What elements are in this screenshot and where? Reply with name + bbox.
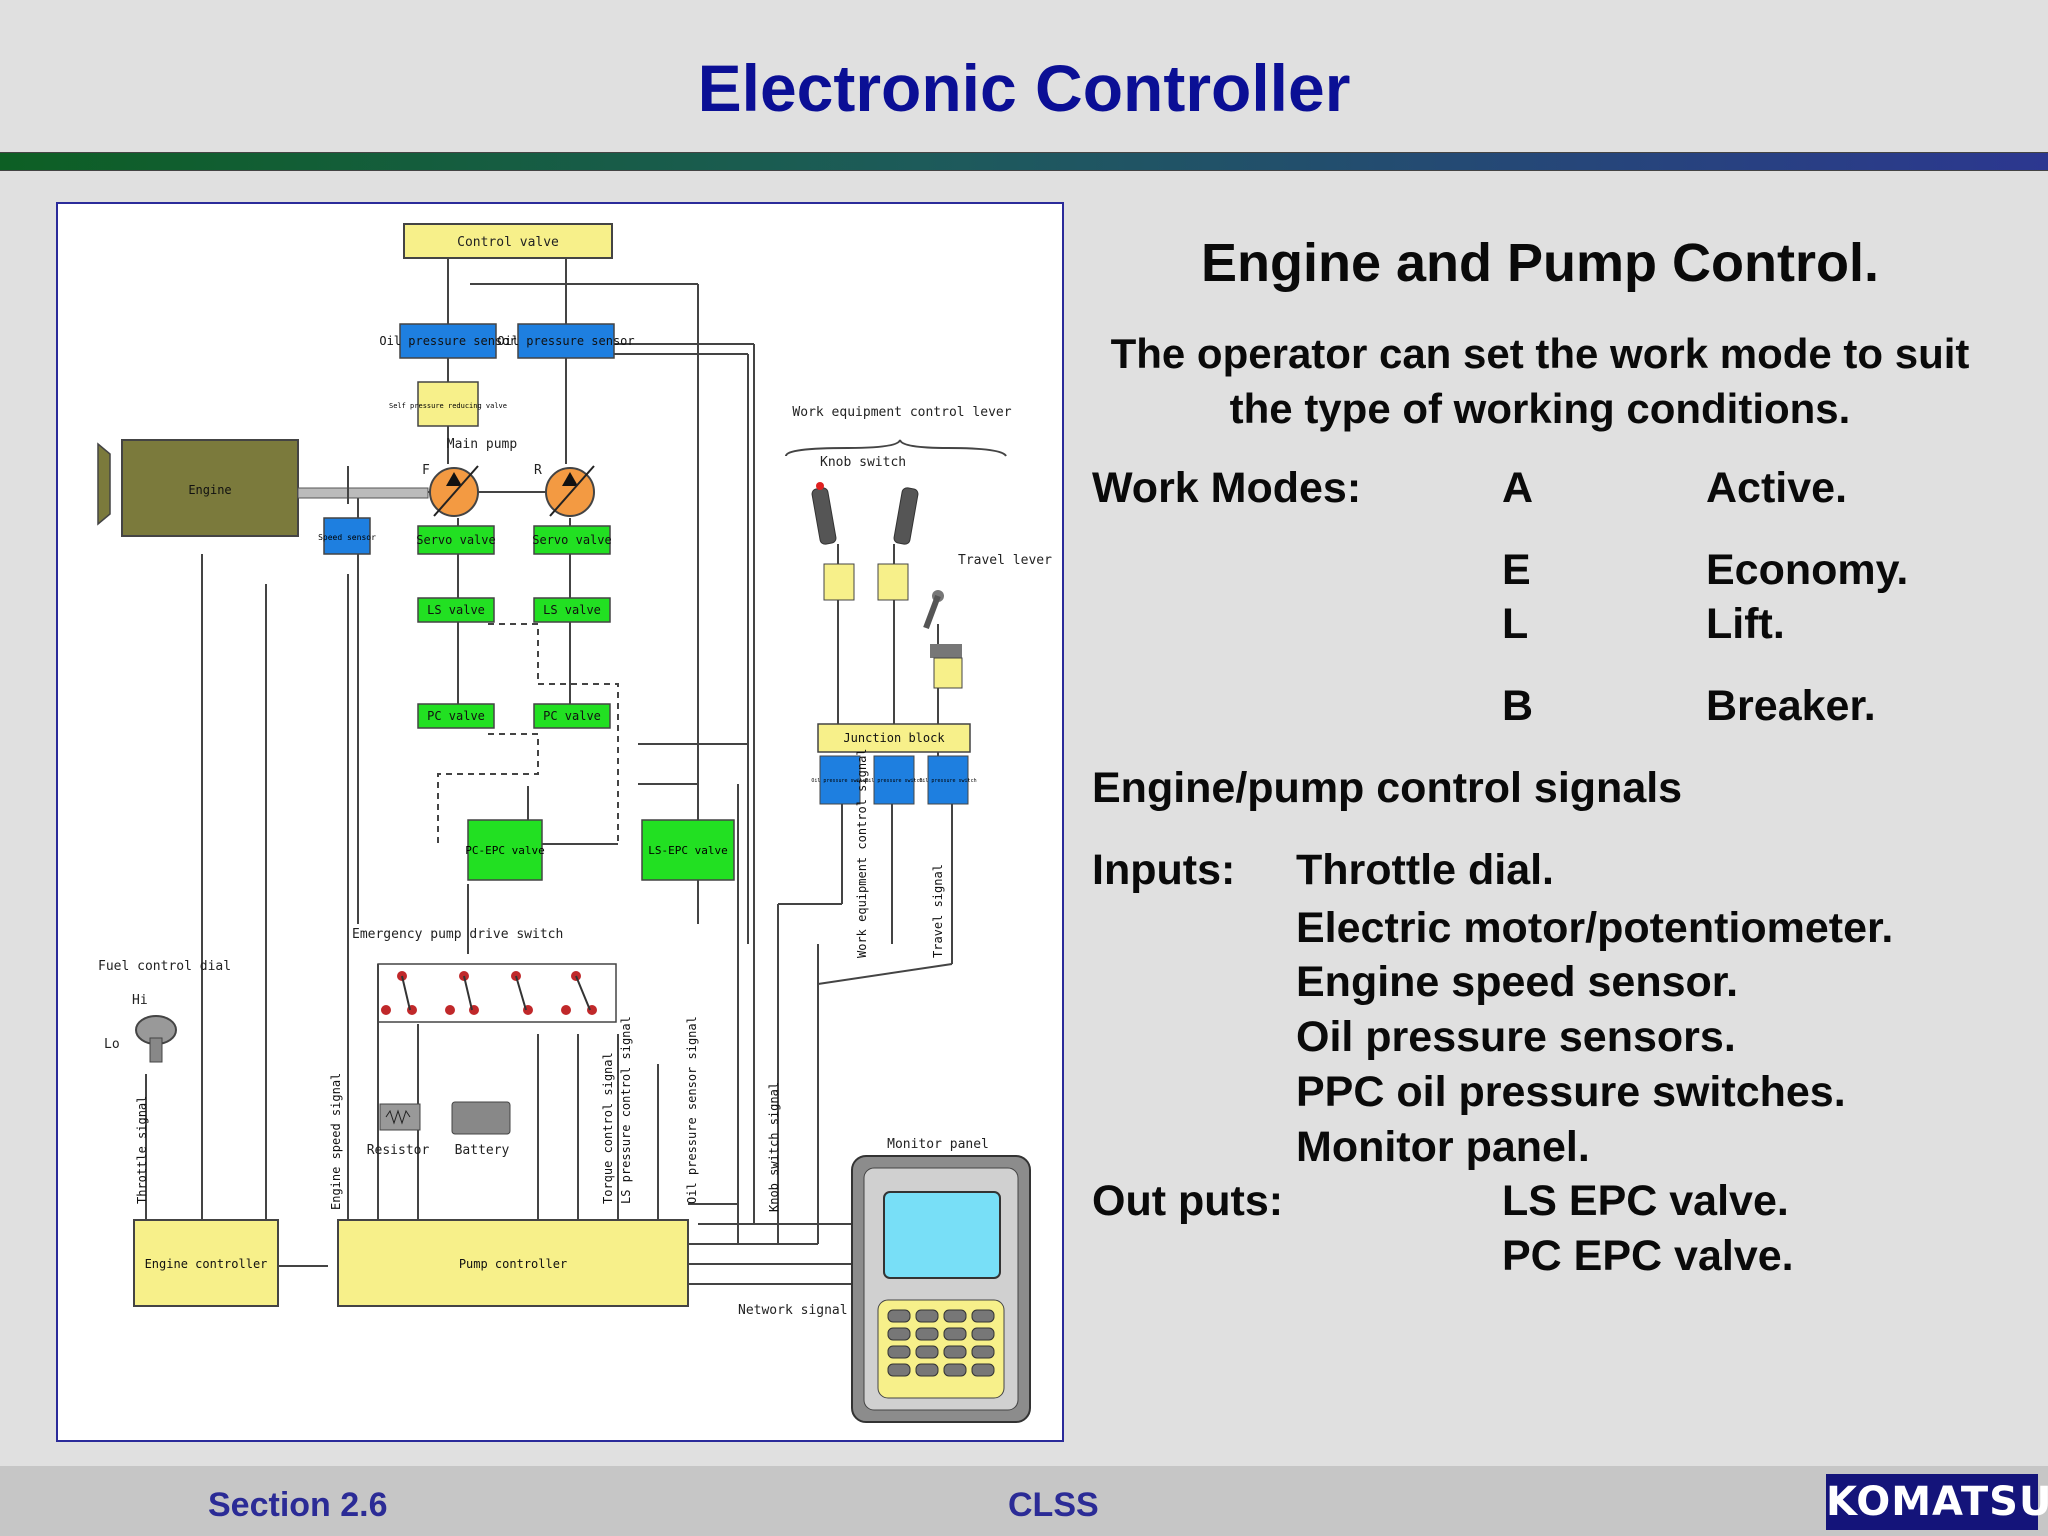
input-item: Oil pressure sensors. bbox=[1296, 1013, 1736, 1061]
engine: Engine bbox=[97, 439, 429, 537]
knob-switch-signal-label: Knob switch signal bbox=[767, 1082, 781, 1212]
svg-text:PC valve: PC valve bbox=[543, 709, 601, 723]
main-pump: Main pump F R bbox=[422, 437, 595, 517]
engine-controller-label: Engine controller bbox=[145, 1257, 268, 1271]
svg-text:PC-EPC valve: PC-EPC valve bbox=[465, 844, 544, 857]
work-equipment-signal-label: Work equipment control signal bbox=[855, 748, 869, 958]
servo-valve-right: Servo valve bbox=[532, 525, 612, 555]
work-mode-code: L bbox=[1502, 600, 1529, 648]
work-mode-name: Lift. bbox=[1706, 600, 1785, 648]
pump-controller: Pump controller bbox=[337, 1219, 689, 1307]
svg-text:Speed sensor: Speed sensor bbox=[318, 533, 376, 542]
svg-text:Oil pressure switch: Oil pressure switch bbox=[865, 778, 922, 784]
signals-heading: Engine/pump control signals bbox=[1092, 764, 1683, 812]
battery: Battery bbox=[451, 1101, 511, 1158]
pump-r-label: R bbox=[534, 463, 542, 478]
travel-lever-label: Travel lever bbox=[958, 553, 1052, 568]
svg-text:LS valve: LS valve bbox=[543, 603, 601, 617]
output-item: PC EPC valve. bbox=[1502, 1232, 1794, 1280]
slide-title: Electronic Controller bbox=[697, 51, 1351, 125]
emergency-switch-label: Emergency pump drive switch bbox=[352, 927, 563, 942]
hydraulic-control-diagram: .ln { stroke:#444; stroke-width:2; fill:… bbox=[56, 202, 1064, 1442]
input-item: Engine speed sensor. bbox=[1296, 958, 1739, 1006]
ls-valve-right: LS valve bbox=[533, 597, 611, 623]
oil-pressure-signal-label: Oil pressure sensor signal bbox=[685, 1016, 699, 1204]
junction-block: Junction block bbox=[817, 723, 971, 753]
engine-label: Engine bbox=[188, 483, 231, 497]
svg-text:LS valve: LS valve bbox=[427, 603, 485, 617]
self-pressure-reducing-valve: Self pressure reducing valve bbox=[389, 381, 507, 427]
svg-text:Oil pressure switch: Oil pressure switch bbox=[919, 778, 976, 784]
resistor: Resistor bbox=[367, 1103, 430, 1158]
servo-valve-left: Servo valve bbox=[416, 525, 496, 555]
dashed-control-lines bbox=[437, 623, 619, 844]
section-heading: Engine and Pump Control. bbox=[1201, 233, 1879, 293]
throttle-signal-label: Throttle signal bbox=[135, 1096, 149, 1204]
monitor-panel: Monitor panel bbox=[851, 1137, 1031, 1423]
battery-label: Battery bbox=[455, 1143, 510, 1158]
oil-pressure-sensor-2: Oil pressure sensor bbox=[497, 323, 635, 359]
svg-text:Oil pressure switch: Oil pressure switch bbox=[811, 778, 868, 784]
pc-valve-right: PC valve bbox=[533, 703, 611, 729]
fuel-dial-label: Fuel control dial bbox=[98, 959, 231, 974]
work-equipment-control-lever: Work equipment control lever Knob switch… bbox=[785, 405, 1052, 689]
main-pump-label: Main pump bbox=[447, 437, 518, 452]
komatsu-logo: KOMATSU bbox=[1826, 1474, 2048, 1530]
footer-section: Section 2.6 bbox=[208, 1486, 388, 1524]
network-signal-label: Network signal bbox=[738, 1303, 848, 1318]
ls-pressure-signal-label: LS pressure control signal bbox=[619, 1016, 633, 1204]
knob-switch-label: Knob switch bbox=[820, 455, 906, 470]
svg-text:Oil pressure sensor: Oil pressure sensor bbox=[379, 334, 516, 348]
control-valve-label: Control valve bbox=[457, 235, 559, 250]
oil-pressure-sensor-1: Oil pressure sensor bbox=[379, 323, 517, 359]
svg-text:LS-EPC valve: LS-EPC valve bbox=[648, 844, 727, 857]
fuel-control-dial: Fuel control dial Hi Lo bbox=[98, 959, 231, 1063]
fuel-dial-lo: Lo bbox=[104, 1037, 120, 1052]
junction-block-label: Junction block bbox=[843, 731, 945, 745]
footer-bar bbox=[0, 1466, 2048, 1536]
inputs-label: Inputs: bbox=[1092, 846, 1236, 894]
engine-speed-signal-label: Engine speed signal bbox=[329, 1073, 343, 1210]
work-mode-code: E bbox=[1502, 546, 1531, 594]
svg-text:PC valve: PC valve bbox=[427, 709, 485, 723]
pc-epc-valve: PC-EPC valve bbox=[465, 819, 545, 881]
resistor-label: Resistor bbox=[367, 1143, 430, 1158]
fuel-dial-hi: Hi bbox=[132, 993, 148, 1008]
pump-f-label: F bbox=[422, 463, 430, 478]
input-item: Throttle dial. bbox=[1296, 846, 1554, 894]
ls-epc-valve: LS-EPC valve bbox=[641, 819, 735, 881]
work-mode-code: A bbox=[1502, 464, 1534, 512]
ls-valve-left: LS valve bbox=[417, 597, 495, 623]
pc-valve-left: PC valve bbox=[417, 703, 495, 729]
work-mode-name: Breaker. bbox=[1706, 682, 1876, 730]
work-mode-name: Active. bbox=[1706, 464, 1848, 512]
emergency-pump-drive-switch: Emergency pump drive switch bbox=[352, 927, 617, 1023]
intro-text: The operator can set the work mode to su… bbox=[1110, 330, 1970, 432]
work-mode-name: Economy. bbox=[1706, 546, 1909, 594]
svg-text:Servo valve: Servo valve bbox=[532, 533, 611, 547]
footer-center-label: CLSS bbox=[1008, 1486, 1099, 1524]
svg-text:Self pressure reducing valve: Self pressure reducing valve bbox=[389, 402, 507, 410]
outputs-label: Out puts: bbox=[1092, 1177, 1284, 1225]
oil-pressure-switches: Oil pressure switch Oil pressure switch … bbox=[811, 755, 977, 805]
title-divider-bar bbox=[0, 152, 2048, 171]
svg-text:Servo valve: Servo valve bbox=[416, 533, 495, 547]
output-item: LS EPC valve. bbox=[1502, 1177, 1789, 1225]
work-mode-code: B bbox=[1502, 682, 1534, 730]
pump-controller-label: Pump controller bbox=[459, 1257, 567, 1271]
control-valve: Control valve bbox=[403, 223, 613, 259]
input-item: Monitor panel. bbox=[1296, 1123, 1590, 1171]
input-item: Electric motor/potentiometer. bbox=[1296, 904, 1894, 952]
travel-signal-label: Travel signal bbox=[931, 864, 945, 958]
svg-text:Oil pressure sensor: Oil pressure sensor bbox=[497, 334, 634, 348]
input-item: PPC oil pressure switches. bbox=[1296, 1068, 1846, 1116]
speed-sensor: Speed sensor bbox=[318, 466, 376, 555]
work-modes-label: Work Modes: bbox=[1092, 464, 1362, 512]
work-lever-label: Work equipment control lever bbox=[792, 405, 1011, 420]
monitor-panel-label: Monitor panel bbox=[887, 1137, 989, 1152]
torque-control-signal-label: Torque control signal bbox=[601, 1052, 615, 1204]
engine-controller: Engine controller bbox=[133, 1219, 279, 1307]
diagram-canvas: .ln { stroke:#444; stroke-width:2; fill:… bbox=[97, 223, 1052, 1423]
